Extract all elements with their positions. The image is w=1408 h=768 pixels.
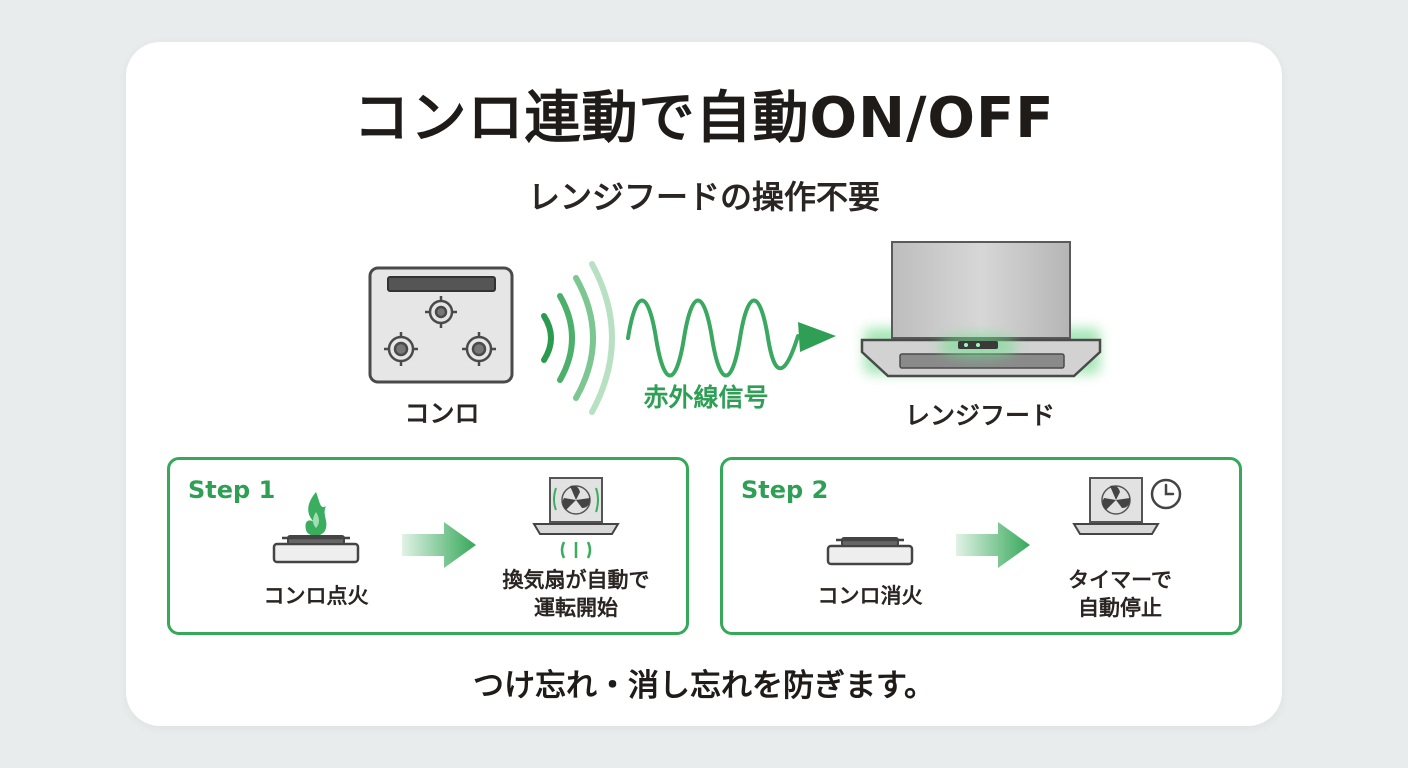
step-2-to-line2: 自動停止 bbox=[1078, 596, 1162, 621]
page-title: コンロ連動で自動ON/OFF bbox=[353, 86, 1055, 151]
stove-ignite-icon bbox=[272, 492, 360, 564]
range-hood-icon bbox=[860, 241, 1102, 378]
gas-stove-icon bbox=[368, 266, 514, 384]
step-1-arrow-icon bbox=[402, 522, 476, 568]
step-1-from-label: コンロ点火 bbox=[263, 584, 369, 608]
hood-label: レンジフード bbox=[904, 401, 1055, 430]
clock-icon bbox=[1150, 478, 1182, 510]
stove-off-icon bbox=[826, 537, 914, 566]
step-1-to-line2: 運転開始 bbox=[534, 596, 618, 621]
step-2-title: Step 2 bbox=[741, 476, 829, 504]
page-subtitle: レンジフードの操作不要 bbox=[527, 178, 880, 216]
stove-label: コンロ bbox=[404, 399, 480, 428]
step-2-to-label: タイマーで 自動停止 bbox=[1030, 566, 1210, 623]
step-1-to-label: 換気扇が自動で 運転開始 bbox=[466, 566, 686, 623]
footer-message: つけ忘れ・消し忘れを防ぎます。 bbox=[473, 668, 935, 704]
step-2-arrow-icon bbox=[956, 522, 1030, 568]
fan-auto-start-icon bbox=[532, 477, 620, 559]
fan-timer-icon bbox=[1072, 477, 1182, 535]
infrared-signal-icon bbox=[541, 261, 836, 415]
step-1-to-line1: 換気扇が自動で bbox=[502, 568, 650, 592]
step-1-title: Step 1 bbox=[188, 476, 276, 504]
step-2-to-line1: タイマーで bbox=[1068, 568, 1172, 592]
step-2-from-label: コンロ消火 bbox=[817, 584, 923, 608]
signal-label: 赤外線信号 bbox=[643, 383, 769, 412]
